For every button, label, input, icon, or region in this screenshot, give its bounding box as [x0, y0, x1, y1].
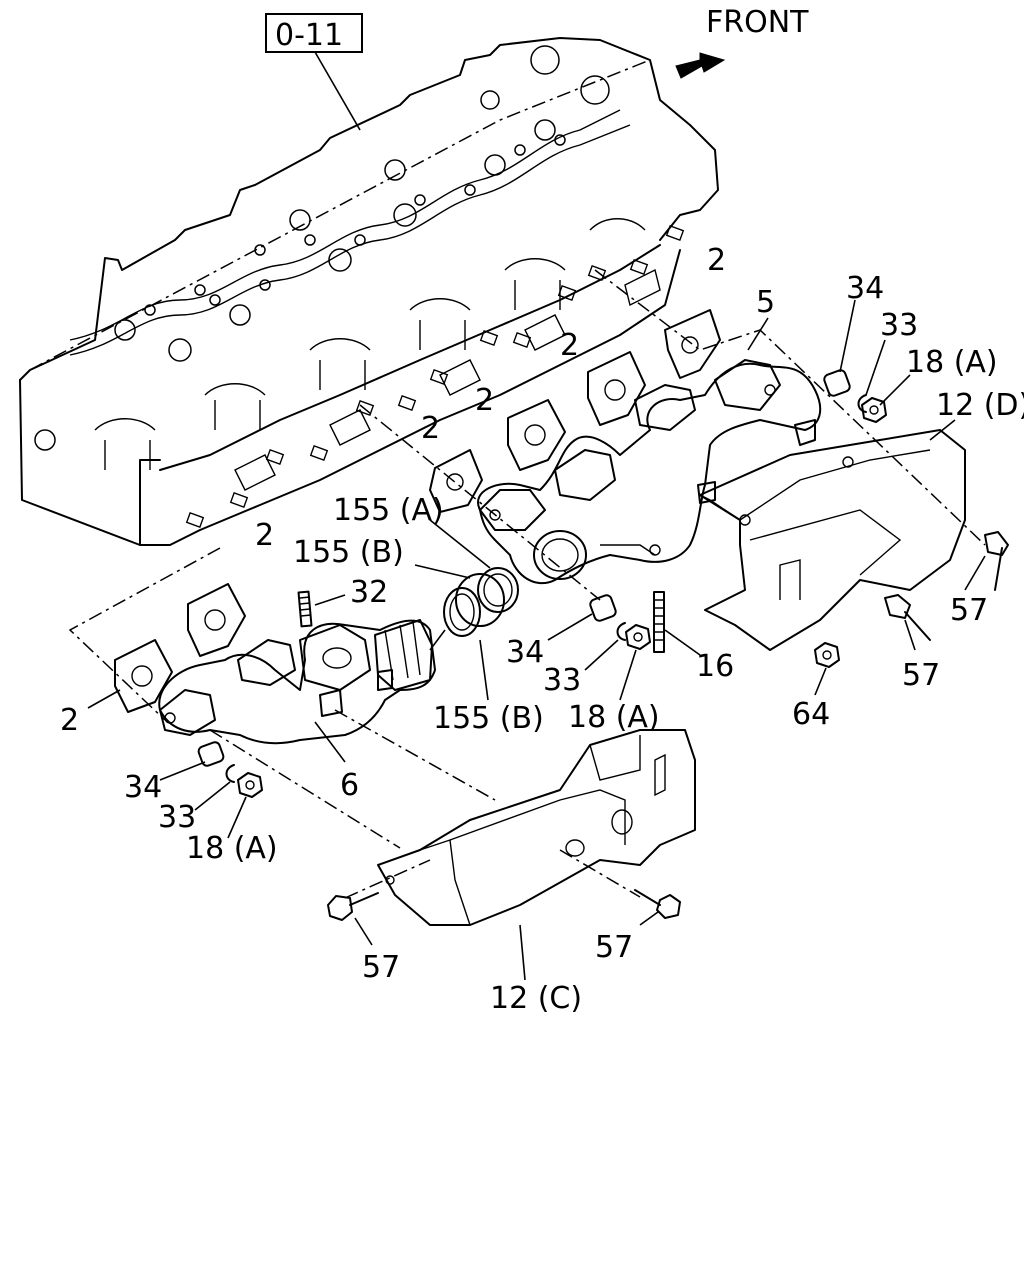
leader-stud-16	[664, 629, 701, 656]
front-arrow-icon	[675, 52, 726, 79]
exhaust-manifold-rear[interactable]	[477, 359, 822, 585]
gasket-front-mid[interactable]	[429, 449, 483, 513]
reference-leader	[314, 51, 361, 131]
label-ring-155b-top: 155 (B)	[293, 535, 404, 570]
label-ring-155b-low: 155 (B)	[433, 701, 544, 736]
washer-low[interactable]	[225, 764, 235, 783]
alignment-line-cover-c-low	[209, 729, 401, 849]
washer-mid[interactable]	[616, 622, 626, 641]
sleeve-low[interactable]	[197, 741, 225, 767]
leader-manifold-rear	[747, 317, 769, 351]
leader-stud-32	[314, 594, 346, 606]
stud-16[interactable]	[653, 591, 665, 653]
label-stud-32: 32	[350, 575, 388, 610]
front-label: FRONT	[706, 5, 809, 40]
label-sleeve-low: 34	[124, 770, 162, 805]
gasket-rear-mid[interactable]	[587, 351, 646, 426]
label-gasket-b: 2	[560, 328, 579, 363]
sleeve-top[interactable]	[823, 369, 851, 397]
bolt-rear-upper[interactable]	[984, 531, 1009, 591]
label-bolt-b: 57	[902, 658, 940, 693]
leader-washer-top	[865, 339, 886, 396]
leader-155b-upper	[414, 564, 471, 579]
label-bolt-c: 57	[362, 950, 400, 985]
gasket-rear-top[interactable]	[664, 309, 721, 379]
label-nut-low: 18 (A)	[186, 831, 278, 866]
leader-washer-low	[194, 781, 231, 811]
nut-mid[interactable]	[625, 624, 651, 650]
stud-32[interactable]	[297, 590, 313, 628]
label-bolt-a: 57	[950, 593, 988, 628]
heat-shield-rear[interactable]	[697, 419, 966, 651]
cylinder-head	[19, 37, 719, 546]
heat-shield-front[interactable]	[344, 729, 696, 926]
label-cover-d: 12 (D)	[936, 388, 1024, 423]
leader-gasket-f	[87, 689, 121, 709]
leader-155b-link	[429, 629, 446, 651]
nut-64[interactable]	[814, 642, 840, 668]
seal-ring-155a[interactable]	[477, 567, 519, 613]
label-ring-155a: 155 (A)	[333, 493, 444, 528]
label-gasket-d: 2	[421, 411, 440, 446]
alignment-line-front	[68, 547, 221, 721]
gasket-front-top[interactable]	[187, 583, 246, 657]
seal-ring-155b-upper[interactable]	[455, 573, 505, 627]
label-cover-c: 12 (C)	[490, 981, 582, 1016]
label-washer-low: 33	[158, 800, 196, 835]
leader-nut-top	[879, 374, 911, 406]
leader-sleeve-low	[159, 761, 206, 781]
leader-155a	[429, 519, 491, 569]
nut-low[interactable]	[237, 772, 263, 798]
leader-bolt-b	[904, 619, 916, 651]
reference-box-label: 0-11	[275, 18, 343, 53]
bolt-front-right[interactable]	[634, 889, 681, 919]
gasket-front-low[interactable]	[114, 639, 173, 713]
leader-nut-mid	[619, 649, 637, 701]
label-stud-16: 16	[696, 649, 734, 684]
exhaust-manifold-front[interactable]	[158, 619, 436, 745]
alignment-line-cover-c	[334, 709, 496, 801]
alignment-line-rear	[594, 269, 986, 546]
leader-cover-c	[519, 924, 526, 981]
label-manifold-rear: 5	[756, 285, 775, 320]
alignment-line-mid	[359, 404, 601, 601]
label-nut-top: 18 (A)	[906, 345, 998, 380]
label-gasket-f: 2	[60, 703, 79, 738]
front-direction-indicator: FRONT	[675, 5, 809, 79]
bolt-rear-lower[interactable]	[884, 594, 931, 641]
label-gasket-a: 2	[707, 243, 726, 278]
leader-cover-d	[929, 419, 956, 441]
reference-box[interactable]: 0-11	[265, 13, 363, 53]
bolt-front-left[interactable]	[327, 892, 379, 921]
gasket-mid[interactable]	[507, 399, 566, 471]
label-sleeve-top: 34	[846, 271, 884, 306]
label-washer-top: 33	[880, 308, 918, 343]
label-gasket-e: 2	[255, 518, 274, 553]
sleeve-mid[interactable]	[589, 594, 617, 622]
leader-washer-mid	[584, 639, 619, 671]
leader-bolt-a	[964, 555, 986, 591]
leader-sleeve-top	[839, 299, 856, 373]
leader-bolt-c	[354, 917, 373, 946]
nut-top[interactable]	[861, 397, 887, 423]
label-nut-mid: 18 (A)	[568, 700, 660, 735]
label-bolt-d: 57	[595, 930, 633, 965]
label-washer-mid: 33	[543, 663, 581, 698]
label-manifold-front: 6	[340, 768, 359, 803]
leader-sleeve-mid	[547, 613, 593, 641]
label-sleeve-mid: 34	[506, 635, 544, 670]
leader-155b-lower	[479, 639, 489, 701]
leader-nut-low	[227, 796, 247, 839]
leader-manifold-front	[314, 721, 346, 763]
label-gasket-c: 2	[475, 383, 494, 418]
label-nut-64: 64	[792, 697, 830, 732]
leader-nut-64	[814, 667, 827, 696]
leader-bolt-d	[639, 911, 659, 926]
seal-ring-155b-lower[interactable]	[443, 587, 481, 637]
